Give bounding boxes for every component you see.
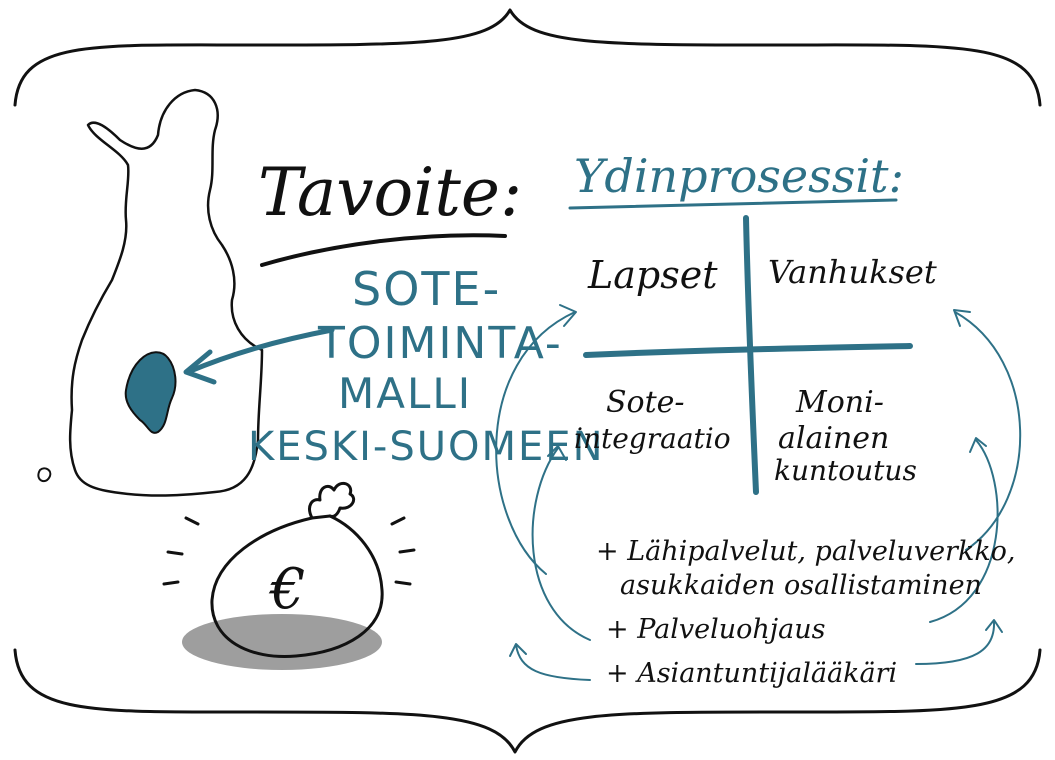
core-heading: Ydinprosessit:	[574, 149, 904, 203]
left-inner-arrowhead-icon	[547, 445, 567, 461]
sparkle-line-5	[398, 548, 416, 554]
finland-map-icon	[68, 88, 264, 497]
money-symbol: €	[268, 557, 306, 622]
sparkle-line-4	[390, 516, 406, 526]
quadrant-top-right: Vanhukset	[768, 253, 937, 291]
extra-line-2: asukkaiden osallistaminen	[620, 570, 982, 601]
right-inner-arrowhead-icon	[969, 437, 987, 453]
goal-block: SOTE- TOIMINTA- MALLI KESKI-SUOMEEN	[248, 262, 605, 470]
extra-line-4: + Asiantuntijalääkäri	[606, 658, 897, 689]
extra-line-1: + Lähipalvelut, palveluverkko,	[596, 536, 1016, 567]
right-bottom-arrow-icon	[915, 621, 996, 665]
sparkle-line-6	[394, 580, 412, 586]
sparkle-line-3	[162, 580, 180, 586]
quadrant-top-left: Lapset	[587, 253, 718, 297]
left-inner-arrow-icon	[531, 447, 591, 641]
sparkle-line-1	[184, 516, 200, 526]
goal-line-3: MALLI	[338, 369, 472, 418]
quadrant-bottom-right-3: kuntoutus	[774, 454, 917, 487]
goal-line-2: TOIMINTA-	[317, 318, 563, 369]
right-bottom-arrowhead-icon	[985, 619, 1003, 633]
sparkle-line-2	[166, 550, 184, 556]
quadrant-bottom-right-1: Moni-	[795, 385, 884, 420]
left-outer-arrow-icon	[495, 311, 576, 575]
quadrant-bottom-left-2: integraatio	[574, 422, 731, 455]
quadrant-bottom-left-1: Sote-	[606, 385, 685, 420]
quadrant-vertical-line	[743, 215, 759, 495]
goal-arrowhead-icon	[183, 349, 217, 385]
island-mark	[37, 467, 52, 483]
top-brace-icon	[13, 8, 1042, 107]
goal-line-4: KESKI-SUOMEEN	[248, 424, 605, 470]
goal-line-1: SOTE-	[352, 262, 501, 316]
central-finland-region	[124, 351, 177, 434]
right-inner-arrow-icon	[929, 439, 999, 623]
core-heading-underline	[568, 198, 898, 210]
money-bag-icon	[210, 514, 384, 659]
quadrant-horizontal-line	[583, 343, 913, 358]
title-underline	[260, 233, 507, 267]
left-bottom-arrow-icon	[515, 644, 591, 681]
quadrant-bottom-right-2: alainen	[778, 421, 889, 456]
money-bag-shadow	[182, 614, 382, 670]
money-bag-knot-icon	[308, 481, 356, 520]
right-outer-arrowhead-icon	[953, 309, 971, 327]
bottom-brace-icon	[13, 648, 1042, 754]
title-text: Tavoite:	[258, 154, 522, 231]
right-outer-arrow-icon	[954, 311, 1022, 551]
left-bottom-arrowhead-icon	[509, 643, 527, 657]
goal-arrow-icon	[185, 327, 335, 375]
left-outer-arrowhead-icon	[559, 304, 577, 327]
extra-line-3: + Palveluohjaus	[606, 614, 826, 645]
